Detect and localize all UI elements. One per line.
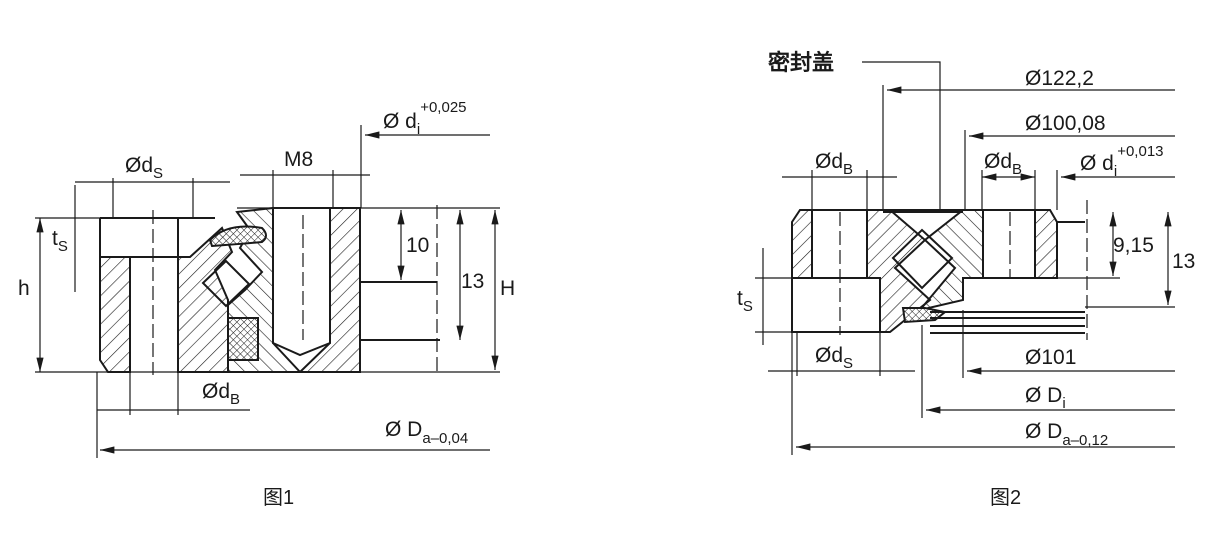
label-dB: ØdB — [202, 380, 240, 408]
label-Da: Ø Da–0,12 — [1025, 420, 1108, 449]
figure-1-caption: 图1 — [263, 487, 294, 509]
label-Di: Ø Di — [1025, 384, 1066, 412]
label-dB-right: ØdB — [984, 150, 1022, 178]
dimensions-2 — [755, 61, 1175, 455]
label-10: 10 — [406, 234, 429, 257]
label-122-2: Ø122,2 — [1025, 67, 1094, 90]
cross-section-1 — [35, 205, 500, 375]
label-13: 13 — [1172, 250, 1195, 273]
label-ts: tS — [52, 227, 68, 255]
label-di: Ø di+0,025 — [383, 99, 467, 138]
label-dB-left: ØdB — [815, 150, 853, 178]
label-Da: Ø Da–0,04 — [385, 418, 468, 447]
label-ds: ØdS — [815, 344, 853, 372]
figure-2-caption: 图2 — [990, 487, 1021, 509]
label-di: Ø di+0,013 — [1080, 143, 1164, 180]
label-13: 13 — [461, 270, 484, 293]
figure-1: ØdS M8 Ø di+0,025 tS h 10 13 H ØdB Ø Da–… — [18, 99, 515, 509]
label-ts: tS — [737, 287, 753, 315]
label-H: H — [500, 277, 515, 300]
cross-section-2 — [791, 200, 1088, 340]
label-seal-cover: 密封盖 — [768, 50, 834, 75]
label-h: h — [18, 277, 30, 300]
dimensions-1 — [36, 125, 499, 458]
label-100-08: Ø100,08 — [1025, 112, 1106, 135]
label-101: Ø101 — [1025, 346, 1076, 369]
figure-2: 密封盖 Ø122,2 Ø100,08 ØdB ØdB Ø di+0,013 9,… — [737, 50, 1195, 509]
label-ds: ØdS — [125, 154, 163, 182]
label-9-15: 9,15 — [1113, 234, 1154, 257]
label-m8: M8 — [284, 148, 313, 171]
